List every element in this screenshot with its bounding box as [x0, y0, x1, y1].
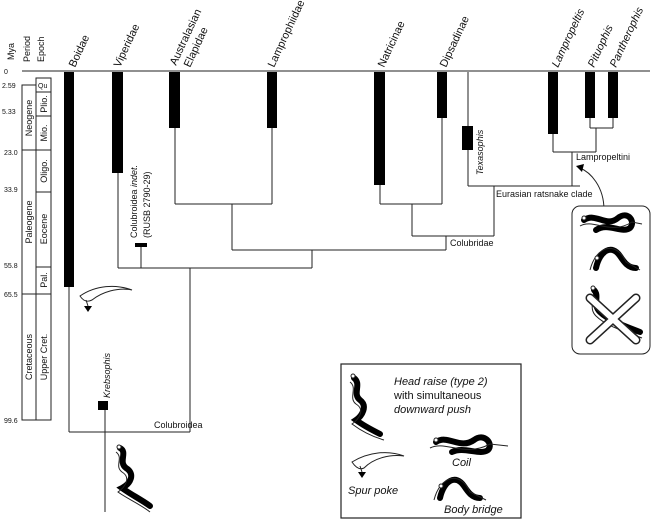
eocene-label: Eocene — [39, 214, 49, 245]
cretaceous-label: Cretaceous — [24, 333, 34, 380]
paleogene-label: Paleogene — [24, 200, 34, 243]
pantherophis-bar — [608, 72, 618, 118]
timescale-header: Mya Period Epoch — [6, 36, 46, 62]
neogene-label: Neogene — [24, 100, 34, 137]
pal-label: Pal. — [39, 272, 49, 288]
taxon-natricinae: Natricinae — [376, 19, 408, 69]
rusb-bar — [135, 243, 147, 247]
legend-head-raise-line1: Head raise (type 2) — [394, 376, 488, 388]
legend-spur-poke-label: Spur poke — [348, 485, 398, 497]
lamprophiidae-bar — [267, 72, 277, 128]
upper-cret-label: Upper Cret. — [39, 334, 49, 381]
krebsophis-label: Krebsophis — [102, 352, 112, 398]
legend-body-bridge-label: Body bridge — [444, 504, 503, 516]
texasophis-label: Texasophis — [475, 129, 485, 175]
legend-body-bridge-icon — [433, 476, 487, 501]
lampropeltis-bar — [548, 72, 558, 134]
body-bridge-icon — [589, 246, 641, 271]
coil-icon — [579, 212, 643, 233]
rusb-label: (RUSB 2790-29) — [142, 171, 152, 238]
age-2-59: 2.59 — [2, 83, 16, 90]
age-labels: 0 2.59 5.33 23.0 33.9 55.8 65.5 99.6 — [2, 69, 18, 425]
viperidae-bar — [112, 72, 123, 173]
legend-head-raise-line3: downward push — [394, 404, 471, 416]
taxon-dipsadinae: Dipsadinae — [438, 14, 472, 69]
taxon-viperidae: Viperidae — [112, 22, 142, 69]
age-33-9: 33.9 — [4, 187, 18, 194]
boidae-bar — [64, 72, 74, 287]
taxon-lamprophiidae: Lamprophiidae — [266, 0, 308, 69]
crossed-out-icon — [585, 285, 643, 345]
range-bars — [64, 72, 618, 410]
age-99-6: 99.6 — [4, 418, 18, 425]
plio-label: Plio. — [39, 95, 49, 113]
timescale-boxes: Qu Neogene Plio. Mio. Oligo. Paleogene E… — [21, 77, 52, 421]
dipsadinae-bar — [437, 72, 447, 118]
texasophis-bar — [462, 126, 473, 150]
colubridae-label: Colubridae — [450, 238, 494, 248]
taxon-lampropeltis: Lampropeltis — [550, 7, 588, 70]
spur-poke-icon — [79, 285, 133, 312]
eurasian-label: Eurasian ratsnake clade — [496, 189, 593, 199]
upper-cret-box — [35, 293, 52, 421]
qu-label: Qu — [38, 83, 47, 90]
lampropeltini-label: Lampropeltini — [576, 152, 630, 162]
behavior-inset — [571, 205, 651, 355]
legend-coil-icon — [429, 434, 509, 455]
oligo-label: Oligo. — [39, 159, 49, 183]
natricinae-bar — [374, 72, 385, 185]
colubroidea-indet-label: Colubroidea indet. — [129, 165, 139, 238]
taxon-labels: Boidae Viperidae Australasian Elapidae L… — [67, 0, 646, 69]
taxon-pantherophis: Pantherophis — [608, 5, 646, 69]
pituophis-bar — [585, 72, 595, 118]
legend-coil-label: Coil — [452, 457, 472, 469]
age-55-8: 55.8 — [4, 263, 18, 270]
period-header: Period — [22, 36, 32, 62]
elapidae-bar — [169, 72, 180, 128]
legend: Head raise (type 2) with simultaneous do… — [340, 363, 522, 519]
colubroidea-label: Colubroidea — [154, 420, 203, 430]
legend-head-raise-icon — [349, 373, 385, 441]
age-0: 0 — [4, 69, 8, 76]
mio-label: Mio. — [39, 124, 49, 141]
age-23: 23.0 — [4, 150, 18, 157]
mya-header: Mya — [6, 43, 16, 60]
age-65-5: 65.5 — [4, 292, 18, 299]
krebsophis-bar — [98, 401, 108, 410]
head-raise-icon — [115, 444, 153, 513]
taxon-boidae: Boidae — [67, 33, 92, 69]
legend-head-raise-line2: with simultaneous — [393, 390, 482, 402]
epoch-header: Epoch — [36, 36, 46, 62]
legend-spur-poke-icon — [351, 452, 405, 478]
age-5-33: 5.33 — [2, 109, 16, 116]
